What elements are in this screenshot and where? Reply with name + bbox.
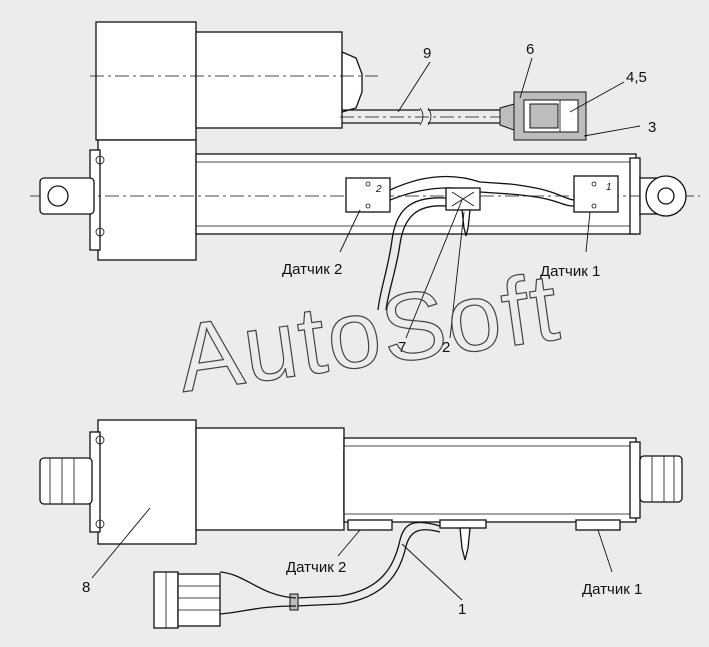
junction-pin-top xyxy=(461,209,471,237)
connector-boot xyxy=(499,103,515,131)
leader-lines xyxy=(91,57,641,601)
callout-7: 7 xyxy=(398,339,406,356)
tube-bottom xyxy=(343,437,637,523)
watermark: AutoSoft xyxy=(171,253,566,412)
sensor-2-mark: 2 xyxy=(375,184,382,195)
label-sensor-2-bottom: Датчик 2 xyxy=(286,559,346,576)
callout-2: 2 xyxy=(442,339,450,356)
sensor-1-mark: 1 xyxy=(606,182,612,193)
callout-9: 9 xyxy=(423,45,431,62)
sensor-2-screw-b xyxy=(365,203,371,209)
junction-bottom xyxy=(439,519,487,529)
junction-cross-b xyxy=(451,191,475,207)
motor-housing-top xyxy=(95,21,197,141)
callout-3: 3 xyxy=(648,119,656,136)
label-sensor-1-bottom: Датчик 1 xyxy=(582,581,642,598)
leader-3 xyxy=(583,125,641,137)
lead-cable-top xyxy=(377,197,447,311)
leader-sensor1-bottom xyxy=(597,529,613,573)
lead-cable-bottom-2 xyxy=(295,529,441,607)
motor-can-top xyxy=(195,31,343,129)
rear-clevis-hole xyxy=(47,185,69,207)
bottom-view xyxy=(39,419,683,629)
leader-sensor1-top xyxy=(585,211,591,253)
label-sensor-1-top: Датчик 1 xyxy=(540,263,600,280)
callout-4-5: 4,5 xyxy=(626,69,647,86)
sensor-2-screw-a xyxy=(365,181,371,187)
callout-8: 8 xyxy=(82,579,90,596)
sensor-1-screw-a xyxy=(591,181,597,187)
motor-can-bottom xyxy=(195,427,345,531)
rod-end-eye xyxy=(645,175,687,217)
connector-pin-block xyxy=(529,103,559,129)
leader-sensor2-bottom xyxy=(337,529,361,557)
leader-1 xyxy=(401,543,463,601)
tube-end-bottom xyxy=(629,441,641,519)
label-sensor-2-top: Датчик 2 xyxy=(282,261,342,278)
sensor-2-bottom xyxy=(347,519,393,531)
top-view: 2 1 xyxy=(30,21,700,311)
plug-lead-b xyxy=(219,605,297,615)
lead-cable-top-2 xyxy=(385,205,447,311)
cable-end-sleeve xyxy=(289,593,299,611)
callout-6: 6 xyxy=(526,41,534,58)
junction-pin-bottom xyxy=(459,527,471,561)
plug-lead-a xyxy=(219,571,297,599)
leader-2 xyxy=(449,211,465,339)
leader-9 xyxy=(397,61,431,113)
leader-6 xyxy=(519,57,533,99)
labels: 9 6 4,5 3 Датчик 2 Датчик 1 7 2 Датчик 2… xyxy=(82,41,656,618)
lead-cable-bottom xyxy=(295,521,441,599)
bolt-2 xyxy=(95,227,105,237)
plug-body xyxy=(177,573,221,627)
front-threaded-end xyxy=(639,455,683,503)
rear-threaded-end xyxy=(39,457,93,505)
gearbox-bottom xyxy=(97,419,197,545)
leader-8 xyxy=(91,507,151,579)
callout-1: 1 xyxy=(458,601,466,618)
sensor-wire-top xyxy=(389,175,575,201)
leader-sensor2-top xyxy=(339,209,361,253)
bolt-4 xyxy=(95,519,105,529)
rod-end-hole xyxy=(657,187,675,205)
bolt-3 xyxy=(95,435,105,445)
bolt-1 xyxy=(95,155,105,165)
leader-45 xyxy=(569,81,625,113)
gearbox-top xyxy=(97,139,197,261)
sensor-2-top xyxy=(345,177,391,213)
sensor-1-bottom xyxy=(575,519,621,531)
motor-end-cap-top xyxy=(341,51,363,113)
leader-7 xyxy=(405,199,463,339)
tube-top xyxy=(195,153,637,235)
sensor-1-screw-b xyxy=(591,203,597,209)
